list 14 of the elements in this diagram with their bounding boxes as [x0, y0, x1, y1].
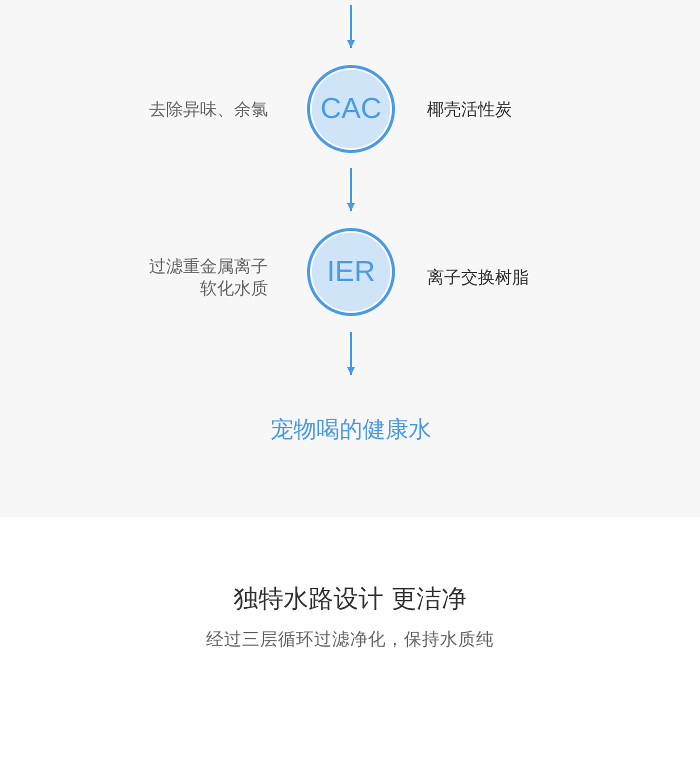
- function-note: 去除异味、余氯: [148, 99, 268, 121]
- filter-circle: [307, 228, 395, 316]
- section-subtitle: 经过三层循环过滤净化，保持水质纯: [206, 629, 494, 652]
- arrow: [347, 168, 355, 211]
- filter-circle: [307, 65, 395, 153]
- media-name: 离子交换树脂: [427, 267, 530, 289]
- arrow: [347, 332, 355, 375]
- arrow: [347, 5, 355, 48]
- circle-label: CAC: [319, 92, 383, 127]
- function-note: 过滤重金属离子软化水质: [148, 256, 268, 300]
- section-heading: 独特水路设计 更洁净: [234, 583, 466, 615]
- result-text: 宠物喝的健康水: [270, 414, 432, 446]
- media-name: 椰壳活性炭: [427, 99, 513, 121]
- circle-label: IER: [326, 255, 376, 290]
